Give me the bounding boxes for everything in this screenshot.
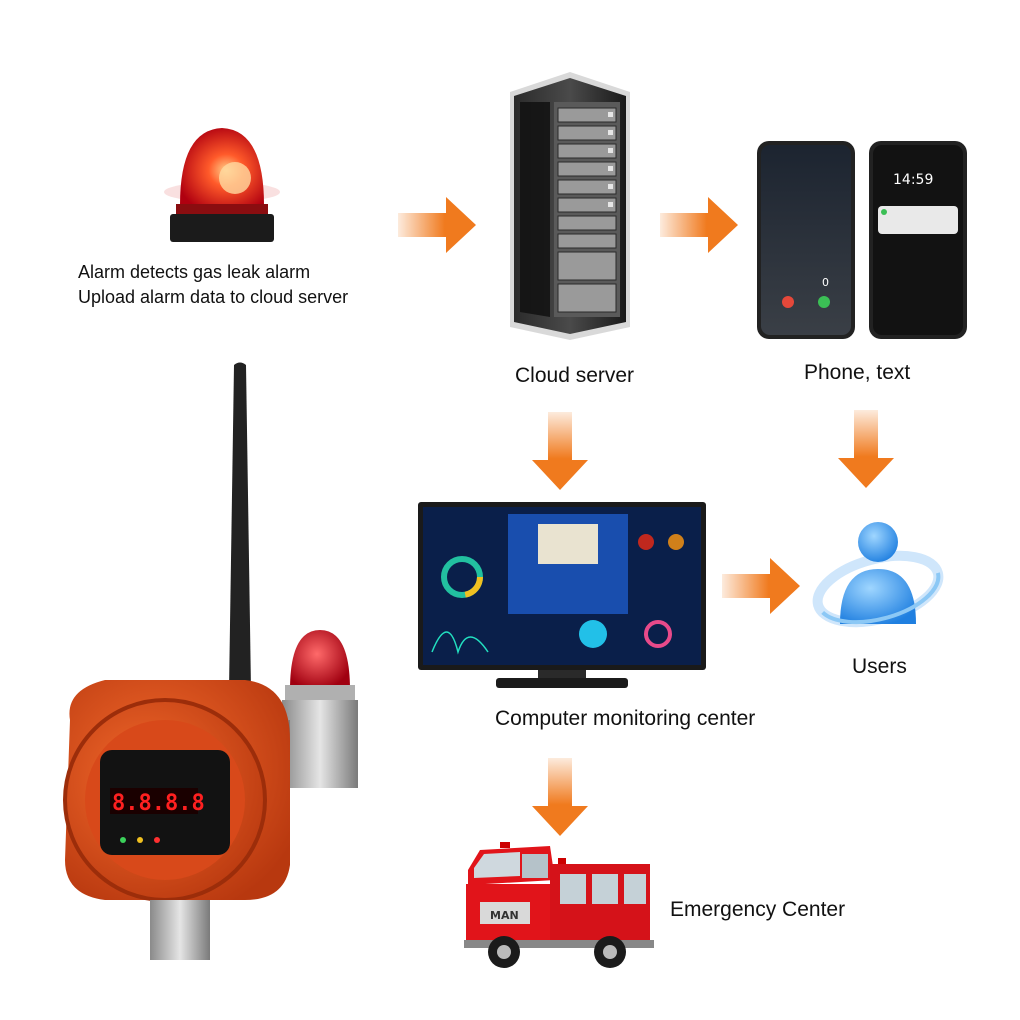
alarm-beacon-icon xyxy=(160,120,285,245)
users-label: Users xyxy=(852,655,907,678)
cloud-server-label: Cloud server xyxy=(515,364,635,387)
monitor-screen-icon xyxy=(418,502,706,694)
arrow-right-icon xyxy=(398,195,478,255)
fire-truck-icon: MAN xyxy=(460,840,655,980)
server-rack-icon xyxy=(500,72,635,342)
monitoring-center-label: Computer monitoring center xyxy=(495,707,756,730)
arrow-down-icon xyxy=(836,410,896,490)
phone-call-icon: 0 xyxy=(756,140,856,340)
arrow-down-icon xyxy=(530,412,590,492)
users-icon xyxy=(810,514,945,639)
alarm-caption-line2: Upload alarm data to cloud server xyxy=(78,287,349,307)
call-count: 0 xyxy=(822,276,829,289)
arrow-down-icon xyxy=(530,758,590,838)
arrow-right-icon xyxy=(660,195,740,255)
arrow-right-icon xyxy=(722,556,802,616)
truck-badge: MAN xyxy=(490,909,519,922)
phone-text-label: Phone, text xyxy=(804,361,911,384)
emergency-center-label: Emergency Center xyxy=(670,898,846,921)
detector-display: 8.8.8.8 xyxy=(112,791,205,816)
phone-sms-icon: 14:59 xyxy=(868,140,968,340)
alarm-caption-line1: Alarm detects gas leak alarm xyxy=(78,262,311,282)
gas-detector-icon: 8.8.8.8 xyxy=(45,360,365,965)
lock-time: 14:59 xyxy=(893,172,933,188)
